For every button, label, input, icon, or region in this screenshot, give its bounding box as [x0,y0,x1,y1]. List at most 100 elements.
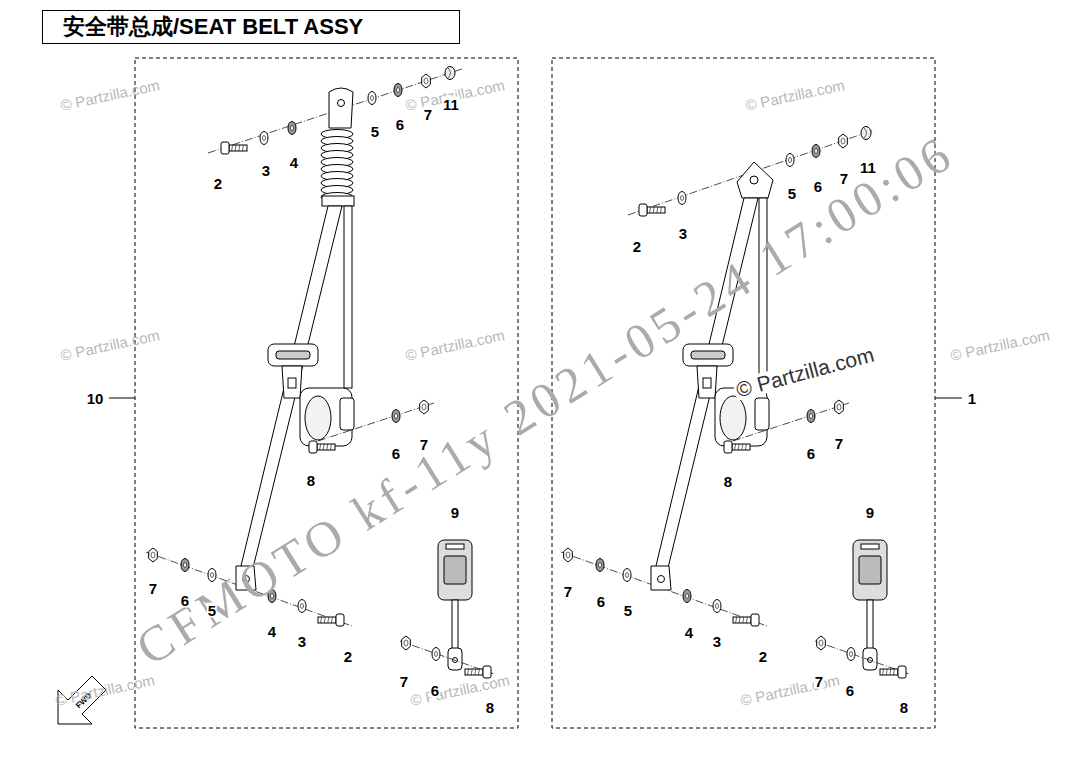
callout-number: 2 [213,176,223,191]
callout-number: 11 [442,97,460,112]
bolt [880,666,906,678]
callout-number: 6 [806,446,816,461]
bolt [733,614,759,626]
leader-line [109,398,135,399]
bolt [309,441,335,453]
nut [402,636,411,650]
center-line [815,641,909,674]
callout-number: 11 [859,160,877,175]
callout-number: 3 [297,634,307,649]
callout-number: 7 [814,674,824,689]
callout-number: 5 [370,124,380,139]
callout-number: 5 [207,603,217,618]
callout-number: 10 [86,391,105,406]
callout-number: 2 [632,239,642,254]
washer [596,559,604,572]
washer [678,192,686,205]
callout-number: 9 [865,505,875,520]
nut [817,636,826,650]
callout-number: 6 [391,446,401,461]
callout-number: 7 [839,171,849,186]
callout-number: 7 [423,107,433,122]
callout-number: 5 [787,186,797,201]
washer [807,410,815,423]
callout-number: 6 [430,683,440,698]
callout-number: 7 [419,437,429,452]
center-line [208,69,462,153]
washer [181,559,189,572]
assembly-frame [552,58,935,728]
washer [298,600,306,613]
callout-number: 7 [834,436,844,451]
seat-belt-buckle [853,540,887,670]
center-line [400,641,494,674]
washer [623,569,631,582]
bolt [318,614,344,626]
washer [368,92,376,105]
belt-anchor [737,162,773,198]
watermark: © Partzilla.com [404,327,506,363]
bolt [639,204,665,216]
center-line [561,552,767,626]
callout-number: 4 [289,155,299,170]
belt-anchor [651,566,671,590]
callout-number: 8 [306,473,316,488]
washer [786,154,794,167]
callout-number: 6 [813,179,823,194]
callout-number: 8 [899,700,909,715]
washer [394,84,402,97]
bolt [724,441,750,453]
washer [260,132,268,145]
washer [432,648,440,661]
callout-number: 3 [712,634,722,649]
center-line [318,403,434,441]
nut [149,548,158,562]
callout-number: 4 [684,625,694,640]
title-box: 安全带总成/SEAT BELT ASSY [42,10,460,44]
watermark: © Partzilla.com [409,672,511,708]
center-line [733,403,849,441]
cap-nut [861,127,871,140]
callout-number: 7 [563,584,573,599]
callout-number: 1 [967,391,977,406]
callout-number: 2 [758,649,768,664]
diagram-title: 安全带总成/SEAT BELT ASSY [63,16,363,38]
callout-number: 2 [343,649,353,664]
belt-anchor [329,88,353,128]
callout-number: 6 [395,117,405,132]
washer [683,590,691,603]
callout-number: 8 [485,700,495,715]
watermark: © Partzilla.com [732,343,878,401]
watermark: © Partzilla.com [739,672,841,708]
nut [564,548,573,562]
seat-belt-buckle [438,540,472,670]
bolt [221,142,247,154]
callout-number: 7 [399,674,409,689]
washer [392,410,400,423]
washer [812,145,820,158]
nut [422,74,431,88]
washer [288,122,296,135]
watermark: © Partzilla.com [744,77,846,113]
watermark: © Partzilla.com [54,672,156,708]
belt-bellows [321,130,354,207]
callout-number: 3 [678,226,688,241]
watermark: © Partzilla.com [59,327,161,363]
watermark: © Partzilla.com [59,77,161,113]
callout-number: 4 [267,624,277,639]
nut [835,400,844,414]
callout-number: 7 [148,581,158,596]
washer [713,600,721,613]
callout-number: 9 [450,505,460,520]
callout-number: 8 [723,474,733,489]
washer [847,648,855,661]
nut [420,400,429,414]
callout-number: 6 [180,593,190,608]
cap-nut [445,67,455,80]
belt-retractor [300,388,354,446]
watermark: CFMOTO kf-11y 2021-05-24 17:00:06 [128,126,962,673]
watermark: © Partzilla.com [949,327,1051,363]
callout-number: 3 [261,163,271,178]
callout-number: 5 [623,603,633,618]
